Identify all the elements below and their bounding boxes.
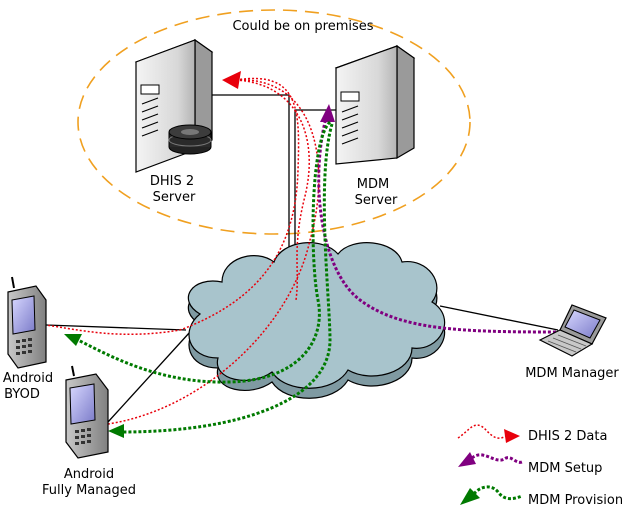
android-byod-label-line1: Android: [3, 371, 53, 386]
flow-dhis2-return: [235, 79, 310, 301]
flow-dhis2-byod: [45, 77, 300, 336]
link-manager-cloud: [439, 305, 559, 331]
android-byod-phone: Android BYOD: [3, 276, 53, 402]
dhis2-arrowhead: [222, 71, 241, 89]
legend-mdm-provisioning-arrow: [460, 488, 480, 505]
mdm-server-front: [335, 45, 398, 165]
android-managed-label-line1: Android: [64, 467, 114, 482]
prov-byod-arrowhead: [64, 334, 82, 346]
legend-mdm-provisioning-label: MDM Provisioning: [528, 493, 622, 508]
legend-mdm-setup-arrow: [458, 452, 476, 467]
mdm-setup-arrowhead: [320, 104, 335, 122]
link-dhis2-cloud: [212, 94, 290, 255]
byod-phone-screen: [11, 295, 36, 335]
flow-dhis2-managed: [107, 79, 320, 425]
dhis2-server-vents: [141, 97, 159, 137]
legend-item-mdm-setup: MDM Setup: [458, 452, 602, 476]
link-managed-cloud: [107, 331, 191, 423]
prov-managed-arrowhead: [108, 424, 124, 438]
mdm-provisioning-flows: [77, 120, 334, 434]
managed-phone-screen: [69, 383, 96, 425]
dhis2-server-label-line1: DHIS 2: [150, 174, 194, 189]
byod-keypad: [16, 338, 32, 355]
mdm-server: MDM Server: [334, 44, 416, 208]
legend-item-dhis2-data: DHIS 2 Data: [457, 424, 607, 444]
android-byod-label-line2: BYOD: [4, 387, 40, 402]
network-links: [45, 94, 559, 423]
byod-antenna: [11, 276, 15, 289]
mdm-server-vents: [341, 105, 359, 145]
legend-dhis2-data-label: DHIS 2 Data: [528, 429, 607, 444]
premises-boundary: [77, 9, 471, 235]
mdm-manager-label: MDM Manager: [525, 366, 619, 381]
dhis2-server: DHIS 2 Server: [134, 38, 214, 205]
dhis2-data-flows: [45, 77, 320, 425]
link-byod-cloud: [45, 324, 187, 331]
dhis2-server-slot: [140, 84, 160, 95]
premises-label: Could be on premises: [232, 19, 373, 34]
flow-prov-managed: [121, 123, 334, 434]
mdm-manager-laptop: MDM Manager: [525, 304, 619, 381]
legend-mdm-setup-swatch: [471, 453, 523, 464]
laptop-keyboard: [547, 334, 587, 353]
mdm-server-label-line2: Server: [355, 193, 398, 208]
laptop-screen: [564, 309, 601, 339]
mdm-server-slot: [340, 91, 360, 102]
legend-mdm-provisioning-swatch: [472, 485, 523, 501]
database-icon: [168, 124, 212, 155]
legend-item-mdm-provisioning: MDM Provisioning: [460, 485, 622, 508]
managed-keypad: [75, 428, 91, 445]
flow-mdm-setup: [317, 117, 557, 334]
legend: DHIS 2 Data MDM Setup MDM Provisioning: [457, 424, 622, 508]
mdm-server-side: [396, 44, 415, 160]
android-managed-phone: Android Fully Managed: [42, 365, 136, 498]
android-managed-label-line2: Fully Managed: [42, 483, 136, 498]
legend-dhis2-data-arrow: [504, 429, 520, 443]
flow-prov-byod: [77, 120, 332, 384]
mdm-server-label-line1: MDM: [357, 177, 389, 192]
managed-antenna: [71, 365, 75, 377]
legend-mdm-setup-label: MDM Setup: [528, 461, 602, 476]
dhis2-server-label-line2: Server: [153, 190, 196, 205]
legend-dhis2-data-swatch: [457, 424, 507, 439]
